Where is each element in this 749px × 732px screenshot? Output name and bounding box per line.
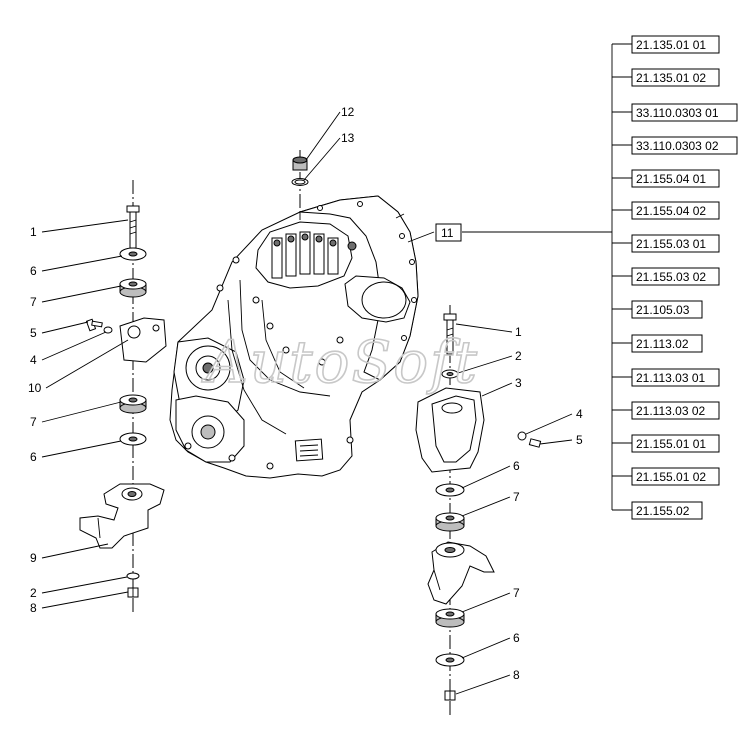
callout-number: 7 — [30, 295, 37, 309]
reference-label[interactable]: 21.105.03 — [636, 303, 690, 317]
reference-label[interactable]: 21.113.03 02 — [636, 404, 706, 418]
callout-number: 6 — [513, 459, 520, 473]
reference-box[interactable] — [631, 234, 720, 253]
reference-label[interactable]: 21.155.01 01 — [636, 437, 706, 451]
callout-numbers: 1 6 7 5 4 10 7 6 9 2 8 12 13 11 1 2 3 4 … — [28, 105, 583, 682]
callout-number: 2 — [515, 349, 522, 363]
callout-number: 5 — [576, 433, 583, 447]
callout-number: 3 — [515, 376, 522, 390]
callout-number: 9 — [30, 551, 37, 565]
reference-connectors — [612, 43, 632, 511]
callout-number: 2 — [30, 586, 37, 600]
reference-label[interactable]: 21.155.01 02 — [636, 470, 706, 484]
reference-box[interactable] — [631, 169, 720, 188]
watermark: AutoSoft — [201, 328, 479, 396]
callout-number: 5 — [30, 326, 37, 340]
reference-box[interactable] — [631, 136, 738, 155]
reference-box[interactable] — [631, 267, 720, 286]
reference-label[interactable]: 33.110.0303 01 — [636, 106, 719, 120]
callout-number: 1 — [30, 225, 37, 239]
callout-number: 12 — [341, 105, 355, 119]
reference-label[interactable]: 21.155.03 01 — [636, 237, 706, 251]
reference-label[interactable]: 21.155.04 02 — [636, 204, 706, 218]
reference-box[interactable] — [631, 103, 738, 122]
callout-number: 4 — [30, 353, 37, 367]
callout-box-11 — [435, 223, 462, 242]
reference-label[interactable]: 21.113.02 — [636, 337, 689, 351]
reference-label[interactable]: 21.135.01 02 — [636, 71, 706, 85]
callout-number: 1 — [515, 325, 522, 339]
reference-labels: 21.135.01 01 21.135.01 02 33.110.0303 01… — [636, 38, 719, 518]
callout-number: 7 — [513, 586, 520, 600]
filler-plug-assembly — [291, 150, 309, 212]
reference-box[interactable] — [631, 334, 703, 353]
reference-box[interactable] — [631, 467, 720, 486]
reference-boxes — [631, 35, 738, 520]
callout-number: 10 — [28, 381, 42, 395]
callout-number: 6 — [513, 631, 520, 645]
reference-box[interactable] — [631, 368, 720, 387]
reference-box[interactable] — [631, 501, 703, 520]
reference-box[interactable] — [631, 300, 703, 319]
callout-number: 13 — [341, 131, 355, 145]
reference-label[interactable]: 21.155.03 02 — [636, 270, 706, 284]
reference-label[interactable]: 21.155.02 — [636, 504, 690, 518]
callout-number: 8 — [513, 668, 520, 682]
reference-label[interactable]: 33.110.0303 02 — [636, 139, 719, 153]
callout-number: 8 — [30, 601, 37, 615]
callout-number: 4 — [576, 407, 583, 421]
callout-number: 11 — [441, 226, 454, 240]
transmission-housing — [169, 195, 419, 479]
left-mount-stack — [79, 180, 167, 612]
reference-label[interactable]: 21.155.04 01 — [636, 172, 706, 186]
right-mount-stack — [415, 305, 542, 715]
reference-box[interactable] — [631, 35, 720, 54]
reference-box[interactable] — [631, 401, 720, 420]
callout-leaders — [41, 44, 613, 695]
reference-label[interactable]: 21.113.03 01 — [636, 371, 706, 385]
callout-number: 7 — [513, 490, 520, 504]
reference-box[interactable] — [631, 201, 720, 220]
reference-label[interactable]: 21.135.01 01 — [636, 38, 706, 52]
reference-box[interactable] — [631, 434, 720, 453]
callout-number: 6 — [30, 450, 37, 464]
callout-number: 7 — [30, 415, 37, 429]
reference-box[interactable] — [631, 68, 720, 87]
callout-number: 6 — [30, 264, 37, 278]
